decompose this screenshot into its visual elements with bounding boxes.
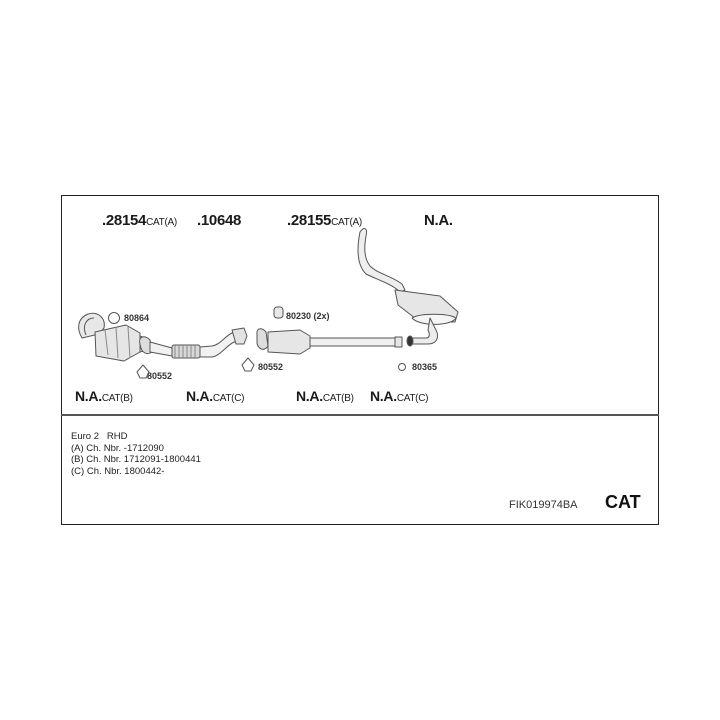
label-clamp: 80365 bbox=[412, 362, 438, 372]
part-number: N.A. bbox=[75, 388, 102, 404]
label-ring-gasket: 80864 bbox=[124, 313, 150, 323]
rear-silencer-icon bbox=[357, 228, 459, 347]
info-line-b: (B) Ch. Nbr. 1712091-1800441 bbox=[71, 454, 201, 465]
diagram-frame bbox=[61, 195, 659, 525]
part-number: N.A. bbox=[186, 388, 213, 404]
part-label-28154: .28154CAT(A) bbox=[102, 212, 177, 229]
part-number: N.A. bbox=[424, 212, 453, 229]
info-line-c: (C) Ch. Nbr. 1800442- bbox=[71, 465, 165, 477]
ring-gasket-icon bbox=[108, 312, 120, 324]
gasket-triangle-icon bbox=[136, 364, 150, 379]
vehicle-info: Euro 2 RHD (A) Ch. Nbr. -1712090 (B) Ch.… bbox=[71, 431, 201, 477]
variant-label-cat-c-front: N.A.CAT(C) bbox=[186, 388, 244, 404]
part-label-28155: .28155CAT(A) bbox=[287, 212, 362, 229]
variant-label-cat-b-mid: N.A.CAT(B) bbox=[296, 388, 354, 404]
label-gasket-right: 80552 bbox=[258, 362, 284, 372]
clamp-icon bbox=[398, 363, 406, 371]
part-suffix: CAT(A) bbox=[146, 217, 177, 228]
rubber-mount-icon bbox=[273, 306, 284, 319]
variant-label-cat-c-mid: N.A.CAT(C) bbox=[370, 388, 428, 404]
label-gasket-left: 80552 bbox=[147, 371, 173, 381]
part-label-na-rear: N.A. bbox=[424, 212, 453, 229]
part-label-10648: .10648 bbox=[197, 212, 241, 229]
part-number: N.A. bbox=[370, 388, 397, 404]
info-line-euro: Euro 2 RHD bbox=[71, 431, 128, 442]
kit-type: CAT bbox=[605, 492, 641, 512]
catalytic-converter-front-icon bbox=[78, 312, 151, 362]
gasket-triangle-icon bbox=[241, 357, 255, 372]
part-suffix: CAT(C) bbox=[396, 393, 429, 404]
part-number: .10648 bbox=[197, 212, 242, 229]
flex-pipe-icon bbox=[139, 327, 248, 359]
part-number: N.A. bbox=[296, 388, 323, 404]
kit-code: FIK019974BA bbox=[509, 499, 578, 511]
part-suffix: CAT(A) bbox=[331, 217, 362, 228]
part-suffix: CAT(B) bbox=[322, 393, 354, 404]
label-rubber-mount: 80230 (2x) bbox=[286, 311, 330, 321]
info-line-a: (A) Ch. Nbr. -1712090 bbox=[71, 442, 164, 454]
section-divider bbox=[61, 414, 659, 416]
catalytic-converter-mid-icon bbox=[256, 328, 403, 355]
part-number: .28154 bbox=[102, 212, 147, 229]
variant-label-cat-b-front: N.A.CAT(B) bbox=[75, 388, 133, 404]
part-suffix: CAT(B) bbox=[101, 393, 133, 404]
part-number: .28155 bbox=[287, 212, 332, 229]
part-suffix: CAT(C) bbox=[212, 393, 245, 404]
